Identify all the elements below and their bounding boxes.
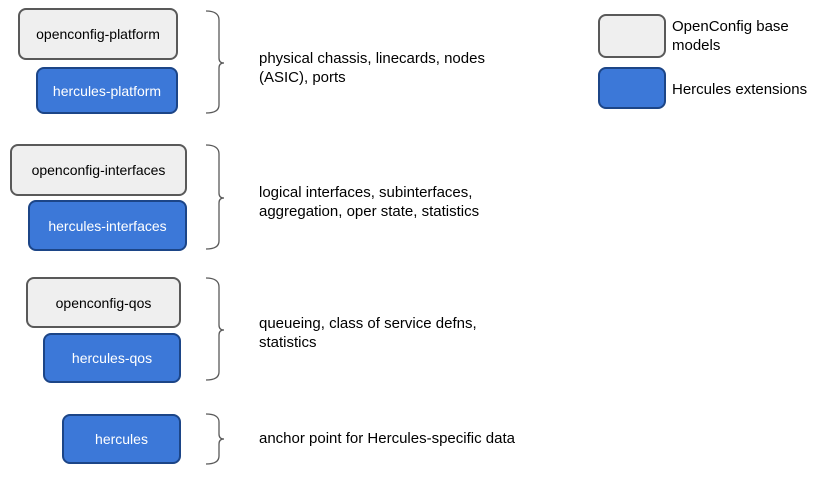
hercules-description: anchor point for Hercules-specific data: [259, 429, 515, 448]
qos-brace: [205, 277, 225, 381]
legend-base-label: OpenConfig base models: [672, 17, 789, 55]
platform-brace: [205, 10, 225, 114]
hercules-brace: [205, 413, 225, 465]
platform-description-line-1: physical chassis, linecards, nodes: [259, 50, 485, 67]
hercules-platform-box: hercules-platform: [36, 67, 178, 114]
hercules-description-line-1: anchor point for Hercules-specific data: [259, 430, 515, 447]
interfaces-brace: [205, 144, 225, 250]
hercules-qos-box: hercules-qos: [43, 333, 181, 383]
qos-description: queueing, class of service defns, statis…: [259, 314, 477, 352]
openconfig-interfaces-box: openconfig-interfaces: [10, 144, 187, 196]
qos-description-line-1: queueing, class of service defns,: [259, 315, 477, 332]
legend-base-label-line-2: models: [672, 37, 721, 54]
platform-description: physical chassis, linecards, nodes (ASIC…: [259, 49, 485, 87]
hercules-interfaces-box: hercules-interfaces: [28, 200, 187, 251]
platform-description-line-2: (ASIC), ports: [259, 69, 346, 86]
legend-base-swatch: [598, 14, 666, 58]
legend-base-label-line-1: OpenConfig base: [672, 18, 789, 35]
openconfig-qos-box: openconfig-qos: [26, 277, 181, 328]
openconfig-platform-box: openconfig-platform: [18, 8, 178, 60]
hercules-box: hercules: [62, 414, 181, 464]
interfaces-description: logical interfaces, subinterfaces, aggre…: [259, 183, 479, 221]
interfaces-description-line-1: logical interfaces, subinterfaces,: [259, 184, 473, 201]
legend-extension-swatch: [598, 67, 666, 109]
qos-description-line-2: statistics: [259, 334, 317, 351]
legend-extension-label: Hercules extensions: [672, 81, 808, 98]
interfaces-description-line-2: aggregation, oper state, statistics: [259, 203, 480, 220]
